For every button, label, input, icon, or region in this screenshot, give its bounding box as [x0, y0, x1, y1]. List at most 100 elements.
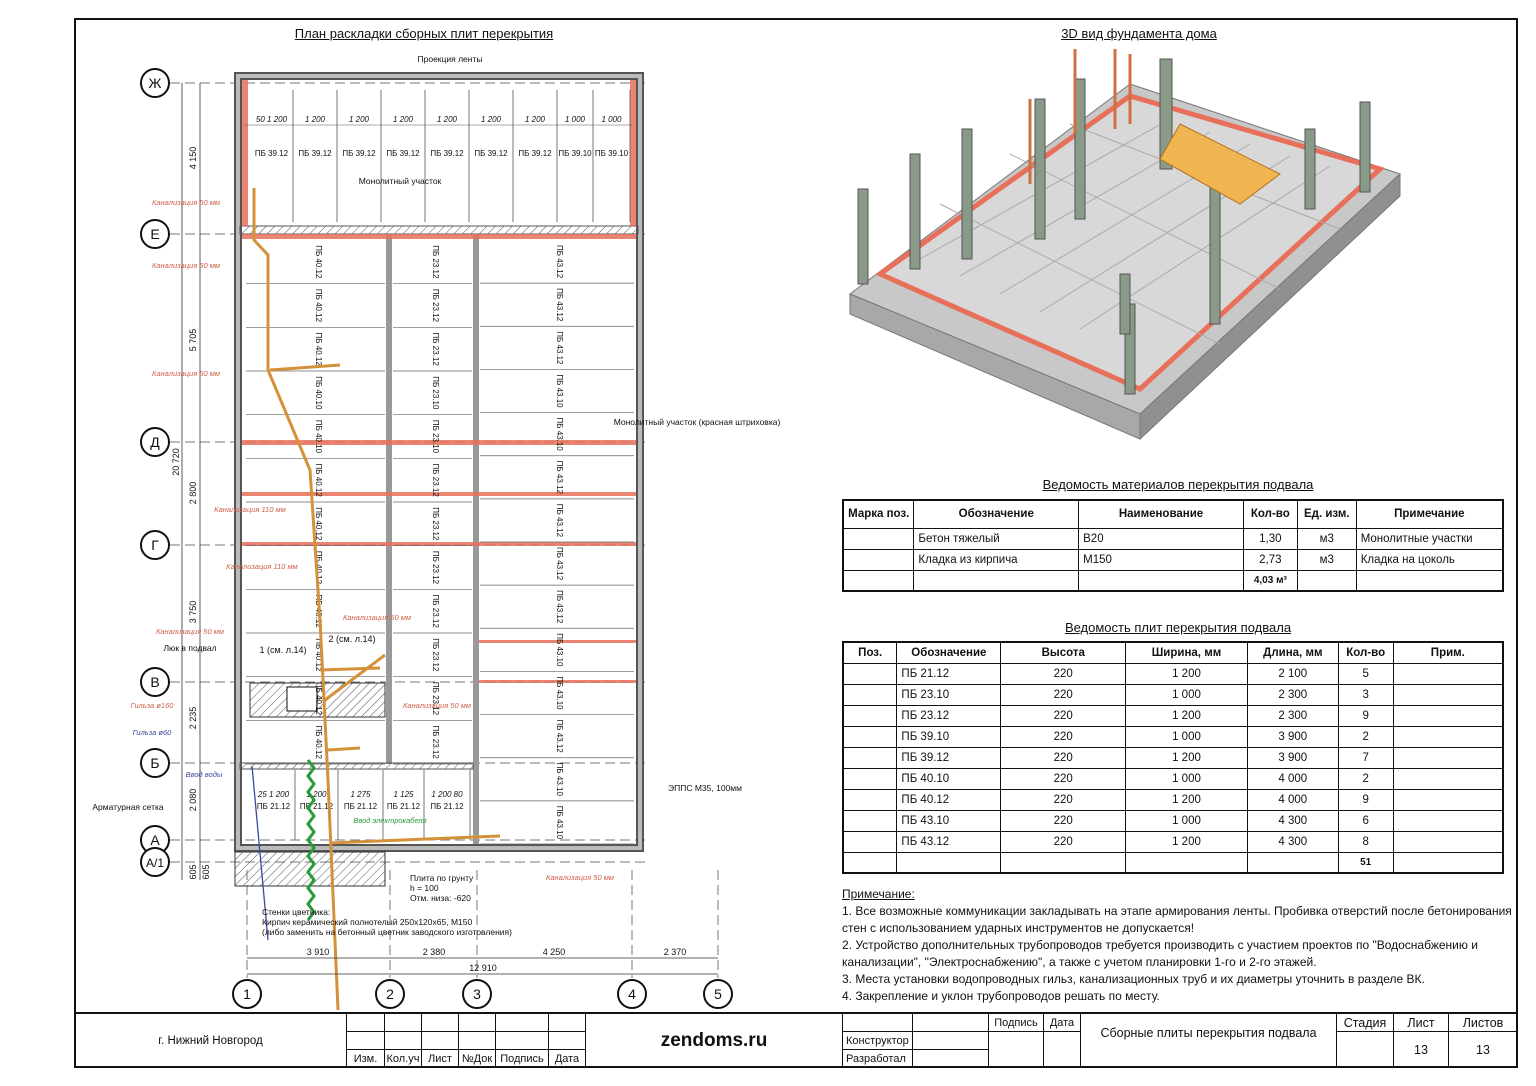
dimension: 2 235 — [188, 707, 198, 730]
table-cell — [842, 830, 898, 853]
water-pipe — [251, 765, 269, 941]
dimension: 2 800 — [188, 482, 198, 505]
table-cell: м3 — [1296, 548, 1357, 571]
table-cell — [1355, 569, 1504, 592]
slab-label: ПБ 23.12 — [431, 638, 440, 672]
table-cell — [1246, 851, 1339, 874]
axis-marker — [617, 979, 647, 1009]
table-cell: 220 — [1000, 746, 1127, 769]
table-cell — [1392, 746, 1504, 769]
table-cell: 7 — [1337, 746, 1394, 769]
table-cell — [1392, 767, 1504, 790]
eps-label: ЭППС М35, 100мм — [668, 783, 742, 793]
slab-label: ПБ 40.12 — [314, 245, 323, 279]
table-cell: 9 — [1337, 704, 1394, 727]
rev-cell — [384, 1013, 422, 1032]
slab-label: ПБ 43.10 — [555, 418, 564, 452]
city: г. Нижний Новгород — [158, 1034, 263, 1047]
rev-header: Подпись — [495, 1049, 549, 1068]
table-cell: ПБ 43.10 — [896, 809, 1002, 832]
site-name: zendoms.ru — [585, 1013, 843, 1068]
table-cell: 4 000 — [1246, 767, 1339, 790]
axis-marker — [703, 979, 733, 1009]
table-cell: 1,30 — [1242, 527, 1298, 550]
slab-label: ПБ 23.10 — [431, 420, 440, 454]
axis-marker — [140, 530, 170, 560]
slab-label: ПБ 43.12 — [555, 461, 564, 495]
slab-label: ПБ 40.12 — [314, 682, 323, 716]
slab-label: ПБ 23.12 — [431, 333, 440, 367]
rebar-mesh-label: Арматурная сетка — [92, 802, 164, 812]
axis-label: 1 — [243, 986, 251, 1002]
column-header: Обозначение — [913, 499, 1080, 529]
rev-header: Дата — [548, 1049, 586, 1068]
flowerbed-label: (либо заменить на бетонный цветник завод… — [262, 927, 512, 937]
table-cell: ПБ 40.10 — [896, 767, 1002, 790]
cable-inlet-label: Ввод электрокабеля — [353, 816, 426, 825]
column-header: Марка поз. — [842, 499, 915, 529]
dimension: 25 1 200 — [257, 790, 290, 799]
table-cell: 1 200 — [1125, 746, 1248, 769]
axis-marker — [140, 427, 170, 457]
table-cell: Кладка на цоколь — [1355, 548, 1504, 571]
table-cell — [842, 683, 898, 706]
table-cell: 1 000 — [1125, 725, 1248, 748]
table-cell: 1 000 — [1125, 767, 1248, 790]
table-cell: 4 000 — [1246, 788, 1339, 811]
dimension: 605 — [201, 864, 211, 879]
slab-label: ПБ 39.10 — [558, 149, 592, 158]
table-cell: м3 — [1296, 527, 1357, 550]
table-cell — [1392, 704, 1504, 727]
sheet-title: Сборные плиты перекрытия подвала — [1080, 1013, 1337, 1068]
table-cell: 9 — [1337, 788, 1394, 811]
table-cell: 6 — [1337, 809, 1394, 832]
slab-label: ПБ 21.12 — [257, 802, 291, 811]
ground-slab-label: Отм. низа: -620 — [410, 893, 471, 903]
table-cell: 220 — [1000, 809, 1127, 832]
table-cell — [1392, 830, 1504, 853]
slab-label: ПБ 43.10 — [555, 633, 564, 667]
slab-label: ПБ 39.12 — [386, 149, 420, 158]
dimension: 1 000 — [601, 115, 622, 124]
flowerbed-label: Кирпич керамический полнотелый 250x120x6… — [262, 917, 472, 927]
sewer-label: Канализация 50 мм — [546, 873, 614, 882]
rev-header: Лист — [421, 1049, 459, 1068]
ground-slab-label: h = 100 — [410, 883, 439, 893]
table-cell: 51 — [1337, 851, 1394, 874]
rev-cell — [495, 1031, 549, 1050]
table-cell: 220 — [1000, 830, 1127, 853]
name-cell — [912, 1013, 989, 1032]
table-cell: ПБ 23.12 — [896, 704, 1002, 727]
table-cell: 220 — [1000, 788, 1127, 811]
table-cell — [1392, 809, 1504, 832]
slab-label: ПБ 39.12 — [430, 149, 464, 158]
rev-header: №Док — [458, 1049, 496, 1068]
note-1: 1. Все возможные коммуникации закладыват… — [842, 904, 1512, 935]
table-cell: 1 000 — [1125, 683, 1248, 706]
dimension: 1 200 — [437, 115, 458, 124]
slab-label: ПБ 40.12 — [314, 464, 323, 498]
column-header: Прим. — [1392, 641, 1504, 664]
axis-marker — [140, 748, 170, 778]
slab-label: ПБ 43.12 — [555, 504, 564, 538]
stage-label: Стадия — [1336, 1013, 1394, 1032]
table-cell — [842, 725, 898, 748]
sheets-count: 13 — [1448, 1031, 1518, 1068]
table-cell — [842, 788, 898, 811]
table-cell: 3 900 — [1246, 746, 1339, 769]
slab-label: ПБ 43.12 — [555, 720, 564, 754]
table-cell: ПБ 39.10 — [896, 725, 1002, 748]
sewer-label: Канализация 50 мм — [403, 701, 471, 710]
slab-label: ПБ 23.12 — [431, 682, 440, 716]
dimension: 4 150 — [188, 147, 198, 170]
table-cell: 3 900 — [1246, 725, 1339, 748]
dimension: 1 275 — [350, 790, 371, 799]
column-header: Длина, мм — [1246, 641, 1339, 664]
rev-header: Изм. — [346, 1049, 385, 1068]
table-cell: 1 200 — [1125, 704, 1248, 727]
